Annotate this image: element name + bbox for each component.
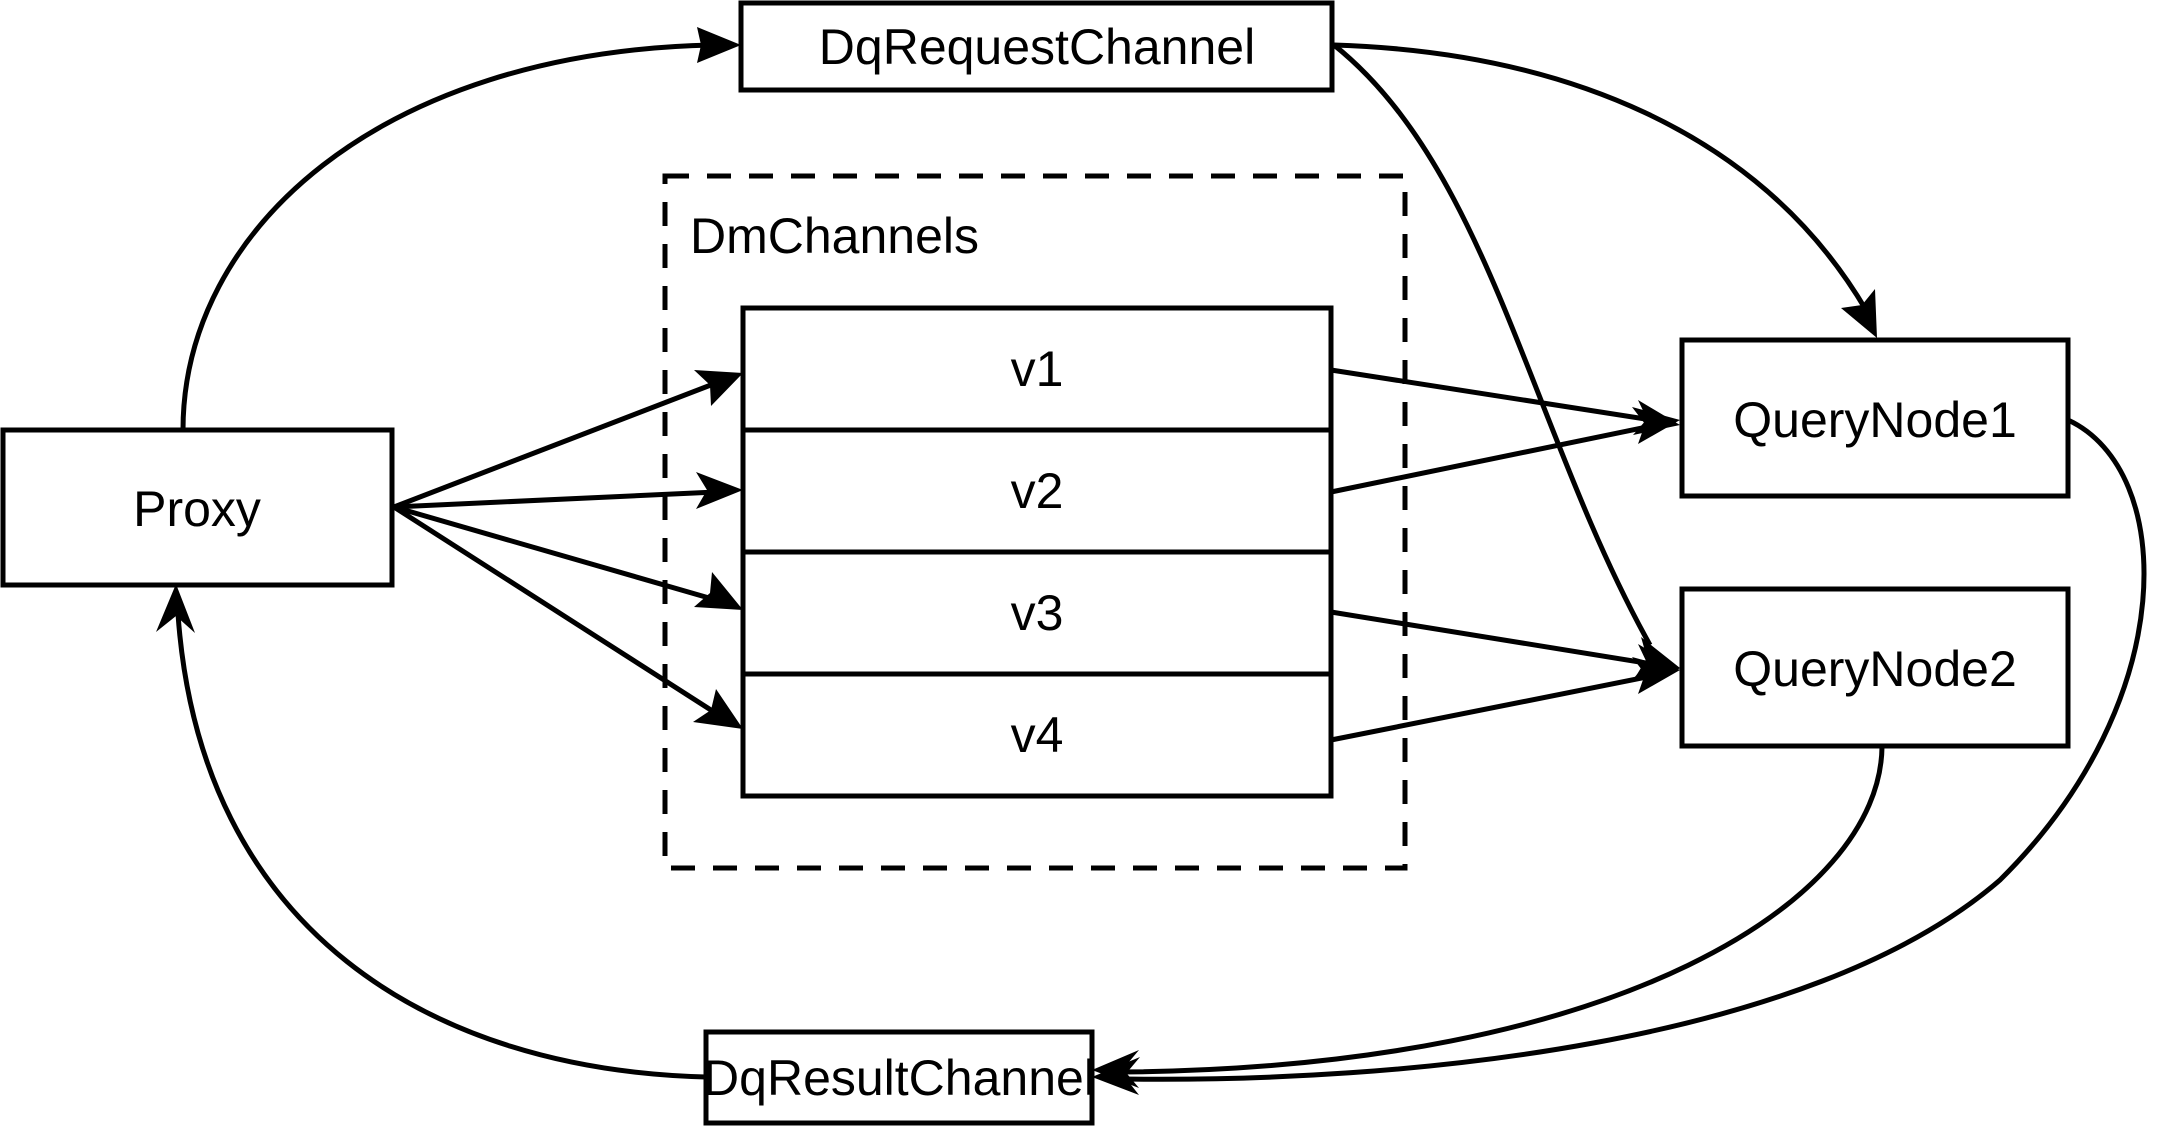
arrowhead-querynode2-to-dqresultchannel <box>1092 1050 1139 1088</box>
arrowhead-v4-to-querynode2 <box>1632 657 1680 694</box>
edge-querynode1-to-dqresultchannel <box>1121 417 2147 1082</box>
node-query-node-1[interactable]: QueryNode1 <box>1679 337 2071 499</box>
edge-proxy-to-dqrequestchannel <box>180 42 713 431</box>
dmchannels-group-label: DmChannels <box>690 208 979 264</box>
node-dq-request-channel-box[interactable] <box>738 0 1335 93</box>
node-dq-result-channel-box[interactable] <box>703 1029 1095 1126</box>
node-query-node-2[interactable]: QueryNode2 <box>1679 586 2071 749</box>
dmchannels-table: v1 v2 v3 v4 <box>740 305 1334 799</box>
dmchannel-row-v2[interactable]: v2 <box>1011 463 1064 519</box>
edge-dqrequestchannel-to-querynode2 <box>1332 43 1653 647</box>
arrowhead-proxy-to-v1 <box>694 370 743 406</box>
node-proxy-box[interactable] <box>0 427 395 588</box>
edge-proxy-to-v2 <box>393 489 717 510</box>
edge-v1-to-querynode1 <box>1330 367 1653 423</box>
edge-proxy-to-v1 <box>393 380 717 510</box>
arrowhead-v2-to-querynode1 <box>1632 407 1680 444</box>
node-proxy[interactable]: Proxy <box>0 427 395 588</box>
dmchannel-row-v3[interactable]: v3 <box>1011 585 1064 641</box>
node-query-node-1-label: QueryNode1 <box>1733 392 2017 448</box>
edge-v4-to-querynode2 <box>1330 673 1653 743</box>
edge-dqresultchannel-to-proxy <box>175 613 707 1080</box>
arrowhead-proxy-to-v4 <box>693 689 743 729</box>
arrowhead-proxy-to-v2 <box>696 472 743 509</box>
node-proxy-label: Proxy <box>133 481 261 537</box>
edge-v2-to-querynode1 <box>1330 423 1653 495</box>
dmchannel-row-v1[interactable]: v1 <box>1011 341 1064 397</box>
edge-v3-to-querynode2 <box>1330 609 1653 667</box>
node-query-node-2-label: QueryNode2 <box>1733 641 2017 697</box>
edge-querynode2-to-dqresultchannel <box>1121 746 1885 1075</box>
node-query-node-2-box[interactable] <box>1679 586 2071 749</box>
node-query-node-1-box[interactable] <box>1679 337 2071 499</box>
arrowhead-proxy-to-dqrequestchannel <box>697 27 741 63</box>
arrowhead-proxy-to-v3 <box>694 572 743 610</box>
node-dq-result-channel-label: DqResultChannel <box>703 1050 1095 1106</box>
node-dq-result-channel[interactable]: DqResultChannel <box>703 1029 1095 1126</box>
edge-layer <box>156 27 2147 1095</box>
edge-dqrequestchannel-to-querynode1 <box>1333 42 1869 312</box>
edge-proxy-to-v4 <box>392 504 716 715</box>
arrowhead-dqresultchannel-to-proxy <box>156 584 195 633</box>
arrowhead-dqrequestchannel-to-querynode1 <box>1841 289 1877 338</box>
dmchannel-row-v4[interactable]: v4 <box>1011 707 1064 763</box>
dmchannels-group: DmChannels <box>662 173 1408 871</box>
edge-proxy-to-v3 <box>393 504 717 603</box>
node-dq-request-channel-label: DqRequestChannel <box>819 19 1255 75</box>
node-dq-request-channel[interactable]: DqRequestChannel <box>738 0 1335 93</box>
